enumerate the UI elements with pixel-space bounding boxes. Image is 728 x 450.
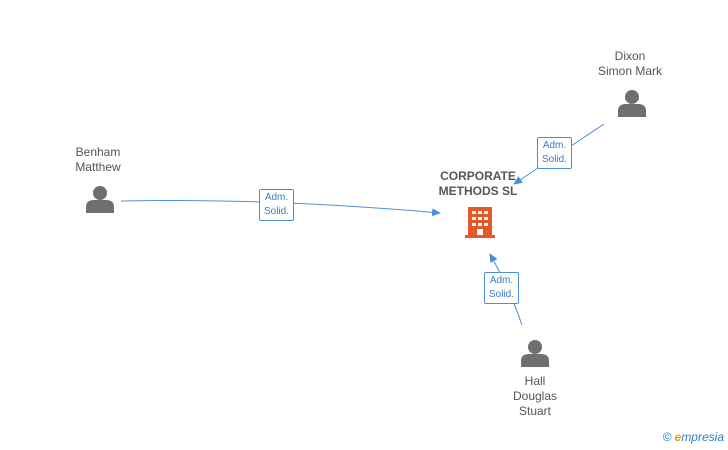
person-icon[interactable] (521, 340, 549, 367)
brand-initial: e (674, 430, 682, 444)
person-label-hall[interactable]: Hall Douglas Stuart (495, 374, 575, 419)
edge-label-line1: Adm. (542, 140, 567, 151)
company-name-line2: METHODS SL (438, 184, 518, 198)
person-icon[interactable] (86, 186, 114, 213)
copyright-symbol: © (662, 430, 672, 444)
edge-label-dixon[interactable]: Adm. Solid. (537, 137, 573, 169)
person-name-line2: Matthew (75, 160, 121, 174)
person-name-line1: Hall (524, 374, 546, 388)
brand-name: mpresia (681, 430, 724, 444)
person-name-line1: Benham (75, 145, 121, 159)
edge-label-benham[interactable]: Adm. Solid. (259, 189, 295, 221)
company-label[interactable]: CORPORATE METHODS SL (428, 169, 528, 199)
person-name-line1: Dixon (614, 49, 646, 63)
edge-label-line2: Solid. (264, 206, 290, 217)
edge-label-line1: Adm. (264, 192, 289, 203)
person-name-line3: Stuart (518, 404, 551, 418)
person-label-benham[interactable]: Benham Matthew (58, 145, 138, 175)
building-icon[interactable] (465, 207, 495, 238)
person-icon[interactable] (618, 90, 646, 117)
person-label-dixon[interactable]: Dixon Simon Mark (585, 49, 675, 79)
edge-label-line2: Solid. (489, 289, 515, 300)
edge-label-hall[interactable]: Adm. Solid. (484, 272, 520, 304)
person-name-line2: Douglas (512, 389, 558, 403)
edge-label-line1: Adm. (489, 275, 514, 286)
company-name-line1: CORPORATE (440, 169, 516, 183)
edge-label-line2: Solid. (542, 154, 568, 165)
person-name-line2: Simon Mark (597, 64, 662, 78)
empresia-watermark[interactable]: ©empresia (663, 430, 724, 444)
